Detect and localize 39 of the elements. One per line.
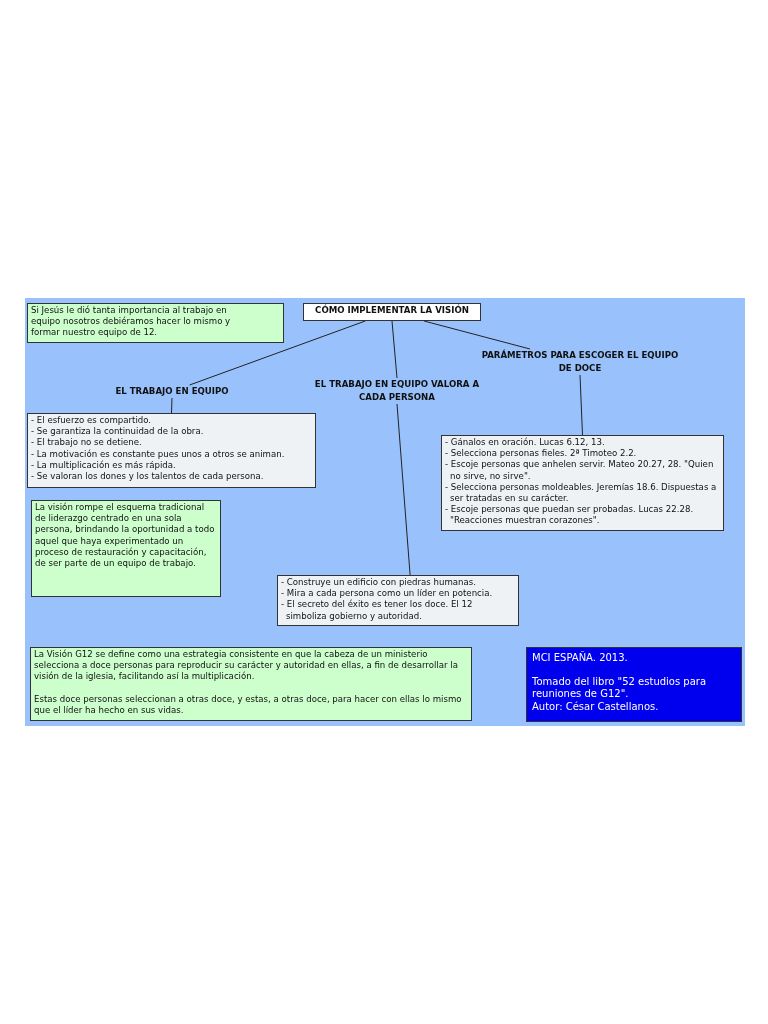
list-item: - Se garantiza la continuidad de la obra. bbox=[31, 426, 205, 438]
title-text: CÓMO IMPLEMENTAR LA VISIÓN bbox=[314, 305, 470, 317]
note-text: Estas doce personas seleccionan a otras doce, y estas, a otras doce, para hacer con ellas lo mismo que el líder ha hecho en sus vidas. bbox=[34, 693, 463, 716]
note-box bbox=[31, 500, 221, 597]
list-box bbox=[277, 575, 519, 626]
connector-line bbox=[391, 320, 398, 379]
list-item: - Selecciona personas fieles. 2ª Timoteo 2.2. bbox=[445, 448, 638, 460]
list-box bbox=[27, 413, 316, 488]
connector-line bbox=[396, 403, 411, 576]
note-text: Si Jesús le dió tanta importancia al trabajo en equipo nosotros debiéramos hacer lo mismo y formar nuestro equipo de 12. bbox=[31, 305, 232, 339]
note-text: La Visión G12 se define como una estrategia consistente en que la cabeza de un ministerio selecciona a doce personas para reproducir su carácter y autoridad en ellas, a fin de desarrollar la visión de la iglesia, facilitando así la multiplicación. bbox=[34, 649, 459, 683]
list-item: - El secreto del éxito es tener los doce. El 12 simboliza gobierno y autoridad. bbox=[281, 599, 474, 622]
note-box bbox=[30, 647, 472, 721]
connector-line bbox=[171, 397, 173, 414]
credit-text: Autor: César Castellanos. bbox=[532, 700, 660, 713]
connector-line bbox=[189, 320, 366, 386]
list-item: - Se valoran los dones y los talentos de cada persona. bbox=[31, 471, 265, 483]
note-box bbox=[27, 303, 284, 343]
note-text: La visión rompe el esquema tradicional de liderazgo centrado en una sola persona, brindando la oportunidad a todo aquel que haya experimentado un proceso de restauración y capacitación, de ser parte de un equipo de trabajo. bbox=[35, 502, 216, 570]
list-item: - La multiplicación es más rápida. bbox=[31, 459, 177, 471]
title-box bbox=[303, 303, 481, 321]
connector-line bbox=[423, 320, 531, 350]
list-item: - El esfuerzo es compartido. bbox=[31, 415, 153, 427]
list-box bbox=[441, 435, 724, 531]
list-item: - Selecciona personas moldeables. Jeremías 18.6. Dispuestas a ser tratadas en su carácter. bbox=[445, 481, 718, 505]
branch-heading: EL TRABAJO EN EQUIPO bbox=[92, 385, 252, 398]
list-item: - El trabajo no se detiene. bbox=[31, 437, 143, 449]
branch-heading: PARÁMETROS PARA ESCOGER EL EQUIPO DE DOCE bbox=[480, 349, 680, 375]
list-item: - La motivación es constante pues unos a otros se animan. bbox=[31, 448, 286, 460]
list-item: - Escoje personas que puedan ser probadas. Lucas 22.28. "Reacciones muestran corazones". bbox=[445, 504, 695, 527]
list-item: - Mira a cada persona como un líder en potencia. bbox=[281, 588, 494, 599]
branch-heading: EL TRABAJO EN EQUIPO VALORA A CADA PERSONA bbox=[312, 378, 482, 404]
list-item: - Construye un edificio con piedras humanas. bbox=[281, 577, 477, 589]
credit-text: Tomado del libro "52 estudios para reuniones de G12". bbox=[532, 675, 708, 701]
list-item: - Gánalos en oración. Lucas 6.12, 13. bbox=[445, 437, 606, 449]
credit-text: MCI ESPAÑA. 2013. bbox=[532, 652, 629, 665]
list-item: - Escoje personas que anhelen servir. Mateo 20.27, 28. "Quien no sirve, no sirve". bbox=[445, 459, 715, 482]
credit-box bbox=[526, 647, 742, 722]
connector-line bbox=[579, 374, 583, 436]
